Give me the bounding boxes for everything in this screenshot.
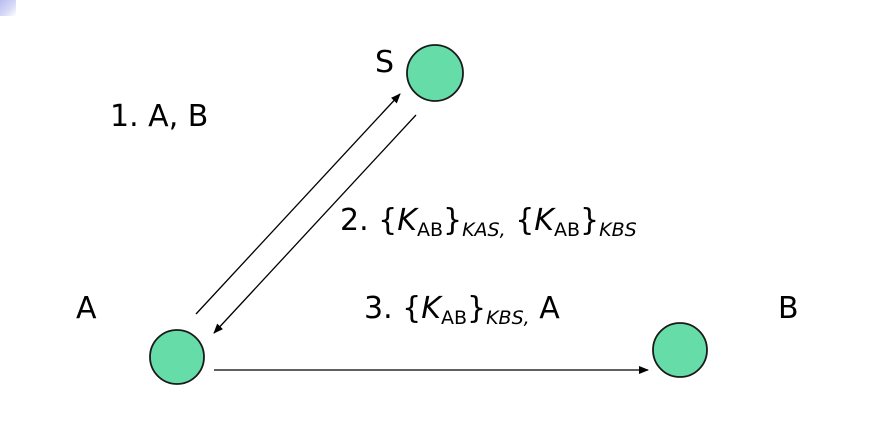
message-3-key: K <box>421 291 441 326</box>
message-2-key-1: K <box>397 203 417 238</box>
message-1-number: 1. <box>110 99 139 134</box>
message-2-encryption-key-1: KAS, <box>462 219 506 241</box>
message-3-key-subscript: AB <box>440 307 467 329</box>
message-2-brace-close-2: } <box>580 203 600 238</box>
node-b-label: B <box>778 291 799 326</box>
message-3-encryption-key: KBS, <box>486 307 530 329</box>
message-2-number: 2. <box>340 203 369 238</box>
node-b-circle <box>652 322 708 378</box>
message-2-brace-open-1: { <box>378 203 398 238</box>
node-a-label: A <box>76 291 97 326</box>
message-1-text: A, B <box>148 99 209 134</box>
message-2-key-2: K <box>534 203 554 238</box>
message-2-key-2-subscript: AB <box>553 219 581 241</box>
message-1-label: 1. A, B <box>110 102 208 132</box>
message-3-brace-open: { <box>402 291 422 326</box>
message-3-label: 3. {KAB}KBS, A <box>364 294 560 328</box>
message-3-brace-close: } <box>467 291 487 326</box>
message-2-encryption-key-2: KBS <box>599 219 637 241</box>
message-2-brace-open-2: { <box>515 203 535 238</box>
node-a-circle <box>149 329 205 385</box>
message-2-key-1-subscript: AB <box>416 219 443 241</box>
node-s-label: S <box>375 45 395 80</box>
node-s-circle <box>406 44 464 102</box>
message-3-tail: A <box>539 291 560 326</box>
message-2-brace-close-1: } <box>443 203 463 238</box>
message-2-label: 2. {KAB}KAS, {KAB}KBS <box>340 206 637 240</box>
arrow-a-to-s <box>195 93 401 315</box>
message-3-number: 3. <box>364 291 393 326</box>
corner-decoration <box>0 0 16 16</box>
arrow-s-to-a <box>213 114 417 334</box>
